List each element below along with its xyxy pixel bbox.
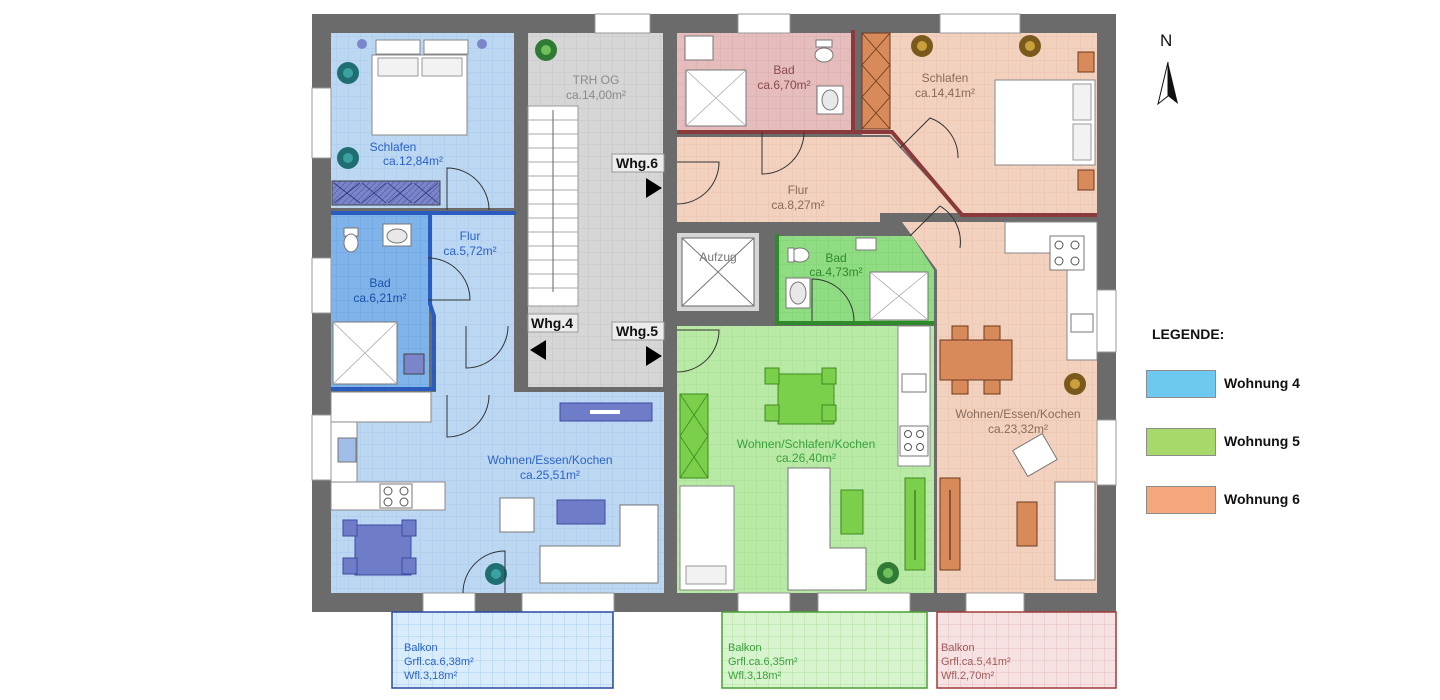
wall-w6 xyxy=(677,30,1097,217)
wardrobe-w5 xyxy=(679,393,709,479)
balcony-name-w5: Balkon xyxy=(728,642,762,654)
windows xyxy=(311,13,1117,613)
room-name-w6-schlafen: Schlafen xyxy=(922,71,969,85)
plant-icon xyxy=(337,62,359,169)
room-name-w6-wek: Wohnen/Essen/Kochen xyxy=(955,407,1080,421)
legend-label-wohnung-6: Wohnung 6 xyxy=(1224,491,1300,507)
entrance-arrow-w4 xyxy=(530,340,546,360)
bed-w4 xyxy=(357,39,487,136)
legend-swatch-wohnung-4 xyxy=(1146,370,1216,398)
room-name-w5-wsk: Wohnen/Schlafen/Kochen xyxy=(737,437,876,451)
stove-icon xyxy=(379,483,413,509)
wardrobe-w4 xyxy=(331,180,441,206)
plant-icon xyxy=(485,563,507,585)
dining-table-w6 xyxy=(939,325,1013,395)
sofa-w6 xyxy=(1054,481,1096,581)
balcony-grfl-w5: Grfl.ca.6,35m² xyxy=(728,656,798,668)
legend-label-wohnung-5: Wohnung 5 xyxy=(1224,433,1300,449)
room-name-w4-bad: Bad xyxy=(369,276,390,290)
legend-label-wohnung-4: Wohnung 4 xyxy=(1224,375,1300,391)
room-area-w4-wek: ca.25,51m² xyxy=(520,468,580,482)
balcony-w6 xyxy=(936,611,1117,689)
room-area-w4-bad: ca.6,21m² xyxy=(353,291,406,305)
dining-table-w5 xyxy=(764,367,837,425)
room-name-w6-flur: Flur xyxy=(788,183,809,197)
armchair-w6 xyxy=(1012,432,1058,478)
room-name-trh: TRH OG xyxy=(573,73,620,87)
north-label: N xyxy=(1160,31,1172,50)
balcony-w4 xyxy=(391,611,614,689)
sofa-w4 xyxy=(539,504,659,584)
room-w6-schlafen xyxy=(862,33,1097,215)
room-area-trh: ca.14,00m² xyxy=(566,88,626,102)
balcony-wfl-w4: Wfl.3,18m² xyxy=(404,670,458,682)
doors xyxy=(427,117,961,594)
shower-icon xyxy=(685,69,747,127)
room-w6-flur xyxy=(677,137,960,222)
entrance-tag-w4 xyxy=(527,313,579,333)
room-w5-wsk xyxy=(677,326,934,593)
balcony-w5 xyxy=(721,611,928,689)
entrance-label-w6: Whg.6 xyxy=(616,155,658,171)
sofa-w5 xyxy=(787,467,867,591)
room-area-w5-wsk: ca.26,40m² xyxy=(776,451,836,465)
entrance-label-w5: Whg.5 xyxy=(616,323,658,339)
legend-swatch-wohnung-5 xyxy=(1146,428,1216,456)
north-arrow-icon xyxy=(1157,61,1178,106)
entrance-label-w4: Whg.4 xyxy=(531,315,573,331)
stove-icon xyxy=(899,425,929,457)
room-area-w6-flur: ca.8,27m² xyxy=(771,198,824,212)
entrance-tag-w5 xyxy=(611,321,665,341)
shower-icon xyxy=(332,321,398,385)
room-area-w6-wek: ca.23,32m² xyxy=(988,422,1048,436)
toilet-icon xyxy=(343,227,359,253)
room-area-w4-schlafen: ca.12,84m² xyxy=(383,154,443,168)
room-area-w4-flur: ca.5,72m² xyxy=(443,244,496,258)
balcony-name-w6: Balkon xyxy=(941,642,975,654)
room-w4-flur xyxy=(428,215,514,392)
room-name-w6-bad: Bad xyxy=(773,63,794,77)
balcony-grfl-w6: Grfl.ca.5,41m² xyxy=(941,656,1011,668)
room-name-w4-schlafen: Schlafen xyxy=(370,140,417,154)
sink-icon xyxy=(816,85,844,115)
room-area-w6-schlafen: ca.14,41m² xyxy=(915,86,975,100)
kitchen-counter-w4 xyxy=(330,391,432,423)
stove-icon xyxy=(1049,235,1085,271)
room-name-w4-wek: Wohnen/Essen/Kochen xyxy=(487,453,612,467)
entrance-tag-w6 xyxy=(611,153,665,173)
plant-icon xyxy=(877,562,899,584)
wall-w5-bad xyxy=(775,234,934,325)
entrance-arrow-w6 xyxy=(646,178,662,198)
dining-table-w4 xyxy=(342,519,417,576)
armchair-w4 xyxy=(499,497,535,533)
bed-w6 xyxy=(994,51,1096,191)
plant-icon xyxy=(911,35,1086,395)
balcony-grfl-w4: Grfl.ca.6,38m² xyxy=(404,656,474,668)
room-name-w5-bad: Bad xyxy=(825,251,846,265)
stairs xyxy=(527,105,579,307)
room-area-w6-bad: ca.6,70m² xyxy=(757,78,810,92)
room-area-w5-bad: ca.4,73m² xyxy=(809,265,862,279)
room-name-w4-flur: Flur xyxy=(460,229,481,243)
legend-swatch-wohnung-6 xyxy=(1146,486,1216,514)
room-name-aufzug: Aufzug xyxy=(699,250,736,264)
toilet-icon xyxy=(814,39,834,63)
sink-icon xyxy=(785,277,811,309)
shower-icon xyxy=(869,271,929,321)
entrance-arrow-w5 xyxy=(646,346,662,366)
balcony-name-w4: Balkon xyxy=(404,642,438,654)
toilet-icon xyxy=(787,247,810,263)
legend-title: LEGENDE: xyxy=(1152,326,1225,342)
balcony-wfl-w5: Wfl.3,18m² xyxy=(728,670,782,682)
balcony-wfl-w6: Wfl.2,70m² xyxy=(941,670,995,682)
legend: LEGENDE: Wohnung 4 Wohnung 5 Wohnung 6 xyxy=(1146,326,1346,526)
sink-icon xyxy=(382,223,412,247)
plant-icon xyxy=(535,39,557,61)
